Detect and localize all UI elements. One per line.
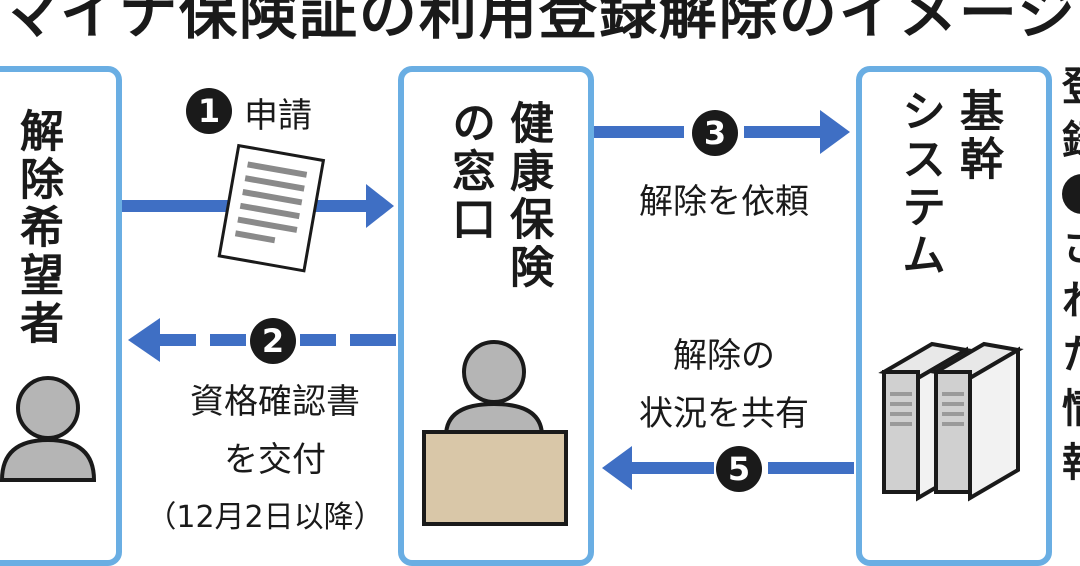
right-partial-char: 登 (1062, 60, 1080, 114)
step-5-label-line2: 状況を共有 (639, 394, 809, 434)
right-partial-char: れ (1062, 274, 1080, 328)
step-5-badge: 5 (716, 446, 762, 492)
step-1-badge: 1 (186, 88, 232, 134)
step-2-badge: 2 (250, 318, 296, 364)
arrow-share-status (602, 446, 854, 490)
right-partial-char: 録 (1062, 114, 1080, 168)
desk-icon (422, 430, 568, 526)
arrow-issue-certificate (128, 318, 396, 362)
diagram-title: マイナ保険証の利用登録解除のイメージ (0, 0, 1078, 47)
requester-box (0, 66, 122, 566)
staff-person-icon (443, 340, 545, 438)
document-icon (217, 143, 326, 273)
step-2-label-line2: を交付 (224, 440, 326, 480)
requester-person-icon (0, 376, 97, 482)
server-icon (878, 341, 1024, 502)
right-partial-char: た (1062, 328, 1080, 382)
right-partial-circle (1062, 174, 1080, 214)
step-2-label-line3: （12月2日以降） (146, 500, 384, 535)
right-partial-char: さ (1062, 220, 1080, 274)
step-3-label: 解除を依頼 (639, 182, 809, 222)
right-partial-text: 登 録 さ れ た 情 報 (1062, 60, 1080, 490)
arrow-request-release (594, 110, 850, 154)
core-system-label-line2: システム (894, 88, 945, 280)
right-partial-char: 情 (1062, 382, 1080, 436)
step-2-label-line1: 資格確認書 (190, 382, 360, 422)
insurer-window-label-line2: の窓口 (444, 100, 495, 244)
diagram-graphics (0, 110, 1024, 526)
step-5-label-line1: 解除の (673, 336, 775, 376)
step-3-badge: 3 (692, 110, 738, 156)
insurer-window-label-line1: 健康保険 (502, 100, 553, 292)
right-partial-char: 報 (1062, 436, 1080, 490)
step-1-label: 申請 (244, 96, 312, 136)
requester-label: 解除希望者 (12, 108, 63, 348)
core-system-label-line1: 基幹 (952, 88, 1003, 184)
